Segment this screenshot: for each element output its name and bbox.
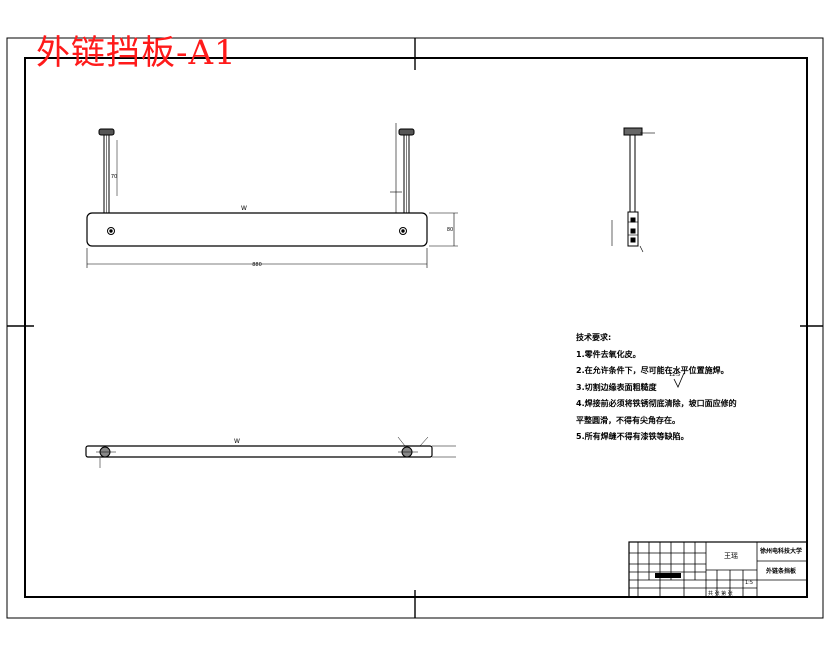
side-view: [611, 127, 655, 253]
inner-frame: [24, 57, 808, 598]
left-pin-head: [98, 128, 115, 136]
tech-requirements: 技术要求: 1.零件去氧化皮。 2.在允许条件下，尽可能在水平位置施焊。 3.切…: [576, 330, 796, 446]
roughness-symbol: [673, 372, 685, 388]
drawing-title: 外链挡板-A1: [36, 33, 237, 73]
roughness-value: 12.5: [669, 372, 680, 378]
front-view: [86, 123, 458, 268]
title-block-school: 徐州电科技大学: [760, 548, 803, 555]
title-block-part-name: 外链条挡板: [766, 568, 797, 575]
front-pin-dim: 70: [111, 174, 117, 180]
bottom-length-dim: W: [234, 438, 240, 445]
tech-item: 平整圆滑，不得有尖角存在。: [576, 415, 680, 425]
tech-item: 2.在允许条件下，尽可能在水平位置施焊。: [576, 366, 729, 375]
side-pin: [629, 134, 636, 213]
bottom-view: [85, 436, 456, 468]
right-hole: [399, 227, 407, 235]
title-block-sheet: 共 张 第 张: [708, 591, 733, 597]
title-block-designer: 王瑶: [724, 552, 738, 560]
tech-item: 3.切割边缘表面粗糙度: [576, 382, 657, 392]
title-block-scale: 1:5: [745, 580, 754, 586]
front-overall-dim: 880: [252, 262, 262, 268]
left-hole: [107, 227, 115, 235]
tech-heading: 技术要求:: [576, 333, 612, 342]
front-plate: [86, 212, 428, 247]
outer-border: [6, 37, 824, 619]
tech-item: 1.零件去氧化皮。: [576, 349, 641, 359]
side-pin-head: [623, 127, 643, 136]
front-top-dim: W: [241, 205, 247, 212]
front-height-dim: 80: [447, 227, 453, 233]
side-plate: [627, 211, 639, 247]
bottom-plate: [85, 445, 433, 458]
tech-item: 4.焊接前必须将铁锈彻底清除，坡口面应修的: [576, 399, 737, 408]
right-pin-head: [398, 128, 415, 136]
tech-item: 5.所有焊缝不得有漆铁等缺陷。: [576, 432, 689, 441]
centering-marks: [7, 38, 823, 618]
title-block: [628, 541, 808, 598]
